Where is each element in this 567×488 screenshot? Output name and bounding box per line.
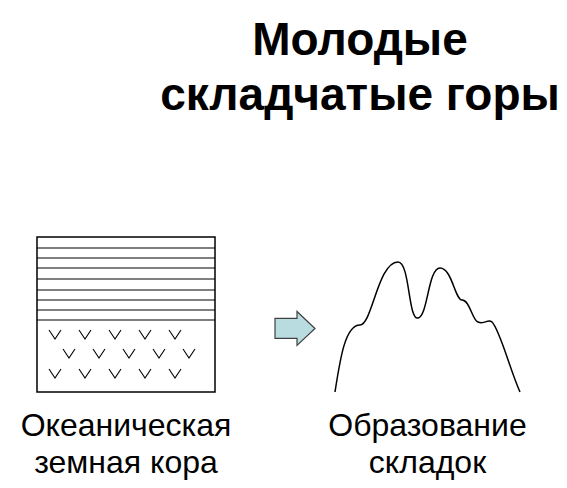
basalt-mark <box>183 349 195 358</box>
mountain-shape <box>335 255 520 392</box>
basalt-mark <box>49 369 61 378</box>
sediment-layer <box>37 257 215 258</box>
sediment-layer <box>37 278 215 279</box>
sediment-layer <box>37 247 215 248</box>
basalt-mark <box>139 330 151 339</box>
basalt-mark <box>79 369 91 378</box>
sediment-layer <box>37 267 215 268</box>
illustrated-node: Океаническая земная кора <box>1 237 251 481</box>
sediment-layer <box>37 289 215 290</box>
crust-block <box>37 237 215 392</box>
basalt-mark <box>139 369 151 378</box>
sediment-layer <box>37 319 215 320</box>
basalt-mark <box>63 349 75 358</box>
basalt-mark <box>109 330 121 339</box>
mountain-outline <box>335 262 520 392</box>
sediment-layer <box>37 299 215 300</box>
basalt-mark <box>79 330 91 339</box>
basalt-mark <box>153 349 165 358</box>
basalt-mark <box>109 369 121 378</box>
mountain-drawing <box>335 255 520 392</box>
crust-drawing <box>37 237 215 392</box>
sediment-layer <box>37 309 215 310</box>
basalt-mark <box>49 330 61 339</box>
basalt-mark <box>169 369 181 378</box>
crust-outline <box>37 237 215 392</box>
basalt-mark <box>93 349 105 358</box>
node-label: Океаническая земная кора <box>1 407 251 481</box>
basalt-mark <box>169 330 181 339</box>
illustrated-node: Образование складок <box>303 255 553 481</box>
diagram-title: Молодые складчатые горы <box>135 12 567 122</box>
block-arrow <box>275 311 315 345</box>
basalt-mark <box>123 349 135 358</box>
node-label: Образование складок <box>303 407 553 481</box>
